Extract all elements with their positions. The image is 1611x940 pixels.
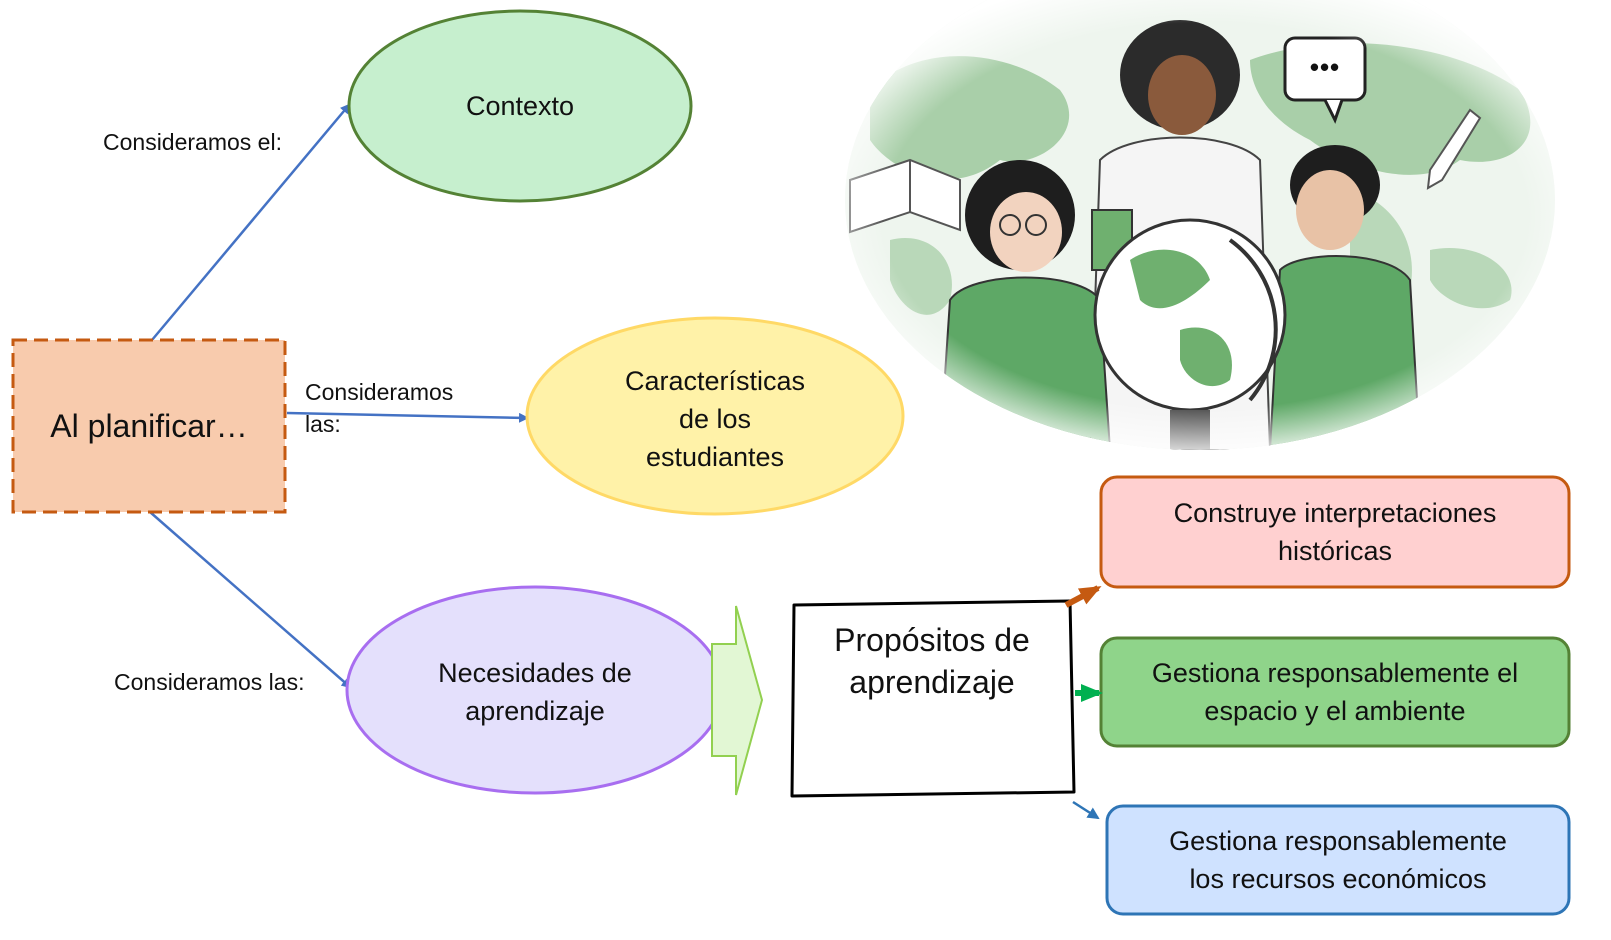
propositos-line-1: Propósitos de: [834, 622, 1030, 658]
contexto-label: Contexto: [465, 91, 575, 121]
competencia-3-line-1: Gestiona responsablemente: [1169, 826, 1507, 856]
propositos-label: Propósitos de aprendizaje: [794, 618, 1070, 704]
start-label: Al planificar…: [50, 408, 248, 444]
caracteristicas-line-1: Características: [624, 366, 806, 396]
competencia-box-1: [1099, 475, 1571, 589]
edge-label-contexto: Consideramos el:: [103, 129, 282, 155]
caracteristicas-line-3: estudiantes: [645, 442, 785, 472]
start-box: [11, 338, 287, 514]
edge-label-caracteristicas-2: las:: [305, 411, 341, 437]
competencia-3-line-2: los recursos económicos: [1189, 864, 1487, 894]
necesidades-line-1: Necesidades de: [438, 658, 632, 688]
arrow-to-contexto: [151, 103, 351, 341]
caracteristicas-node: [525, 316, 905, 516]
competencia-2-line-2: espacio y el ambiente: [1204, 696, 1466, 726]
arrow-to-competencia-1: [1064, 585, 1102, 608]
competencia-box-3: [1105, 804, 1571, 916]
competencia-1-line-1: Construye interpretaciones: [1173, 498, 1497, 528]
propositos-box: [790, 599, 1076, 798]
illustration-teacher-students: •••: [830, 0, 1580, 450]
edge-label-caracteristicas-1: Consideramos: [305, 379, 454, 405]
competencia-1-label: Construye interpretaciones históricas: [1101, 477, 1569, 587]
competencia-3-label: Gestiona responsablemente los recursos e…: [1107, 806, 1569, 914]
propositos-line-2: aprendizaje: [849, 664, 1015, 700]
competencia-2-line-1: Gestiona responsablemente el: [1151, 658, 1519, 688]
competencia-2-label: Gestiona responsablemente el espacio y e…: [1101, 638, 1569, 746]
arrow-to-caracteristicas: [286, 411, 529, 423]
competencia-1-line-2: históricas: [1277, 536, 1393, 566]
big-block-arrow: [711, 605, 764, 796]
arrow-to-necesidades: [149, 511, 352, 689]
contexto-node: [347, 9, 693, 203]
edge-label-necesidades: Consideramos las:: [114, 669, 305, 695]
necesidades-line-2: aprendizaje: [465, 696, 605, 726]
caracteristicas-line-2: de los: [678, 404, 752, 434]
speech-bubble-dots: •••: [1309, 52, 1341, 82]
caracteristicas-label: Características de los estudiantes: [527, 362, 903, 476]
arrow-to-competencia-3: [1072, 800, 1100, 820]
necesidades-label: Necesidades de aprendizaje: [347, 653, 723, 731]
